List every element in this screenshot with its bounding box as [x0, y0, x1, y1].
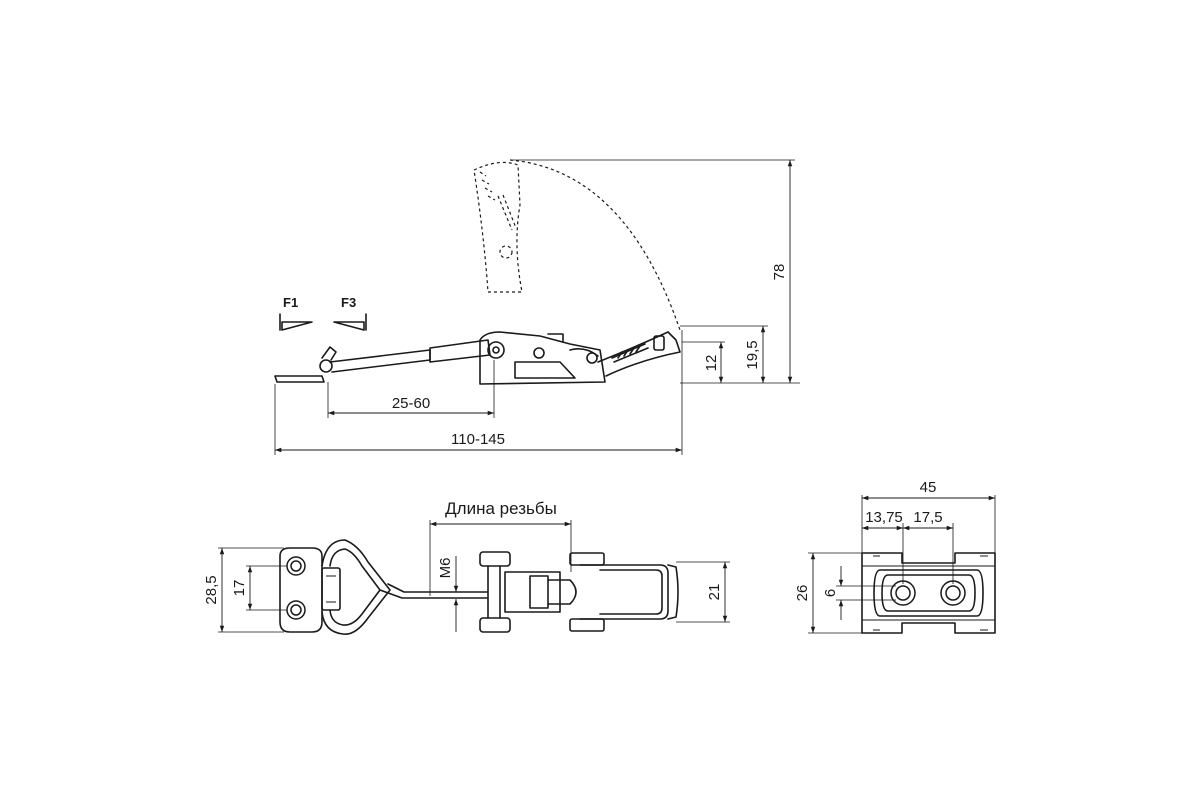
wire-loop: [321, 539, 488, 635]
top-view: Длина резьбы M6 28,5 17 21: [203, 499, 730, 635]
dim-6: 6: [822, 589, 839, 597]
dim-13-75: 13,75: [865, 509, 903, 526]
dim-28-5: 28,5: [203, 575, 220, 604]
latch-hook: [274, 346, 337, 383]
base-plate: [861, 552, 996, 634]
end-view: 45 13,75 17,5 26 6: [794, 479, 996, 634]
top-body: [479, 551, 679, 633]
dim-78: 78: [771, 264, 788, 281]
handle-lever: [597, 331, 681, 377]
clamp-body: [479, 331, 606, 385]
dim-110-145: 110-145: [451, 431, 505, 448]
svg-text:F3: F3: [341, 295, 356, 310]
mount-hole-right: [940, 580, 966, 606]
force-f3: F3: [333, 295, 367, 331]
mount-hole-left: [890, 580, 916, 606]
thread-length-label: Длина резьбы: [445, 499, 557, 518]
dim-45: 45: [920, 479, 937, 496]
hook-plate: [279, 547, 323, 633]
dim-17: 17: [231, 580, 248, 597]
dim-26: 26: [794, 585, 811, 602]
dim-25-60: 25-60: [392, 395, 430, 412]
svg-text:F1: F1: [283, 295, 298, 310]
dim-17-5: 17,5: [913, 509, 942, 526]
side-view: F1 F3 78 19,5 12 25-60 110-145: [274, 159, 800, 455]
open-lever-phantom: [473, 159, 681, 331]
dim-19-5: 19,5: [744, 340, 761, 369]
threaded-rod: [329, 339, 491, 373]
dim-12: 12: [703, 355, 720, 372]
force-f1: F1: [279, 295, 313, 331]
dim-21: 21: [706, 584, 723, 601]
dim-m6: M6: [437, 558, 454, 579]
